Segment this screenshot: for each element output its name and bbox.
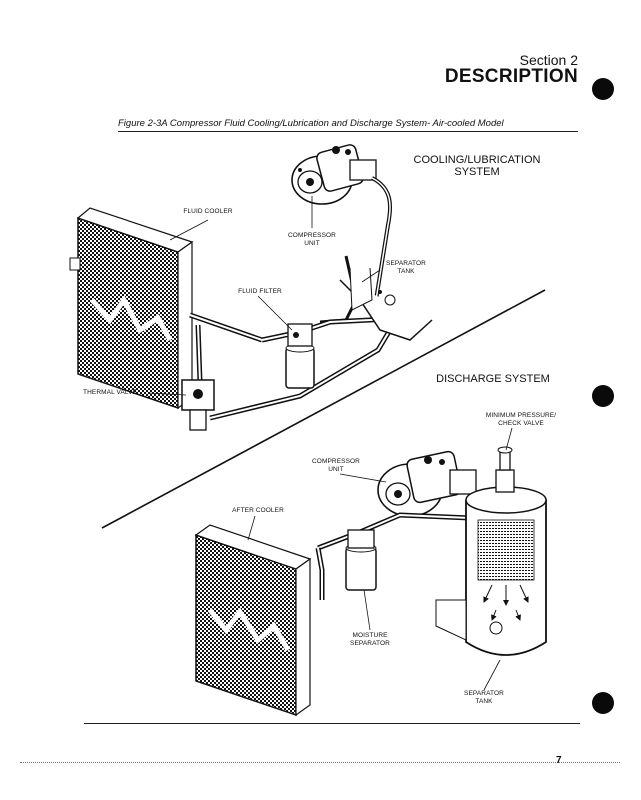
label-cooling-compressor-unit: COMPRESSOR UNIT	[276, 232, 348, 247]
cooling-system-title-line1: COOLING/LUBRICATION	[413, 154, 541, 166]
label-moisture-separator: MOISTURE SEPARATOR	[338, 632, 402, 647]
scan-artifact-line	[20, 762, 620, 764]
section-title: DESCRIPTION	[444, 66, 578, 87]
cooling-system-title: COOLING/LUBRICATION SYSTEM	[392, 154, 562, 178]
label-discharge-compressor-unit: COMPRESSOR UNIT	[298, 458, 374, 473]
discharge-separator-tank-drawing	[435, 446, 547, 656]
binder-hole-top	[592, 78, 614, 100]
label-moisture-separator-line2: SEPARATOR	[350, 639, 390, 647]
system-divider-line	[101, 289, 546, 529]
label-discharge-separator-tank: SEPARATOR TANK	[452, 690, 516, 705]
label-fluid-filter: FLUID FILTER	[238, 288, 282, 295]
fluid-cooler-drawing	[69, 207, 194, 410]
binder-hole-bottom	[592, 692, 614, 714]
label-discharge-separator-line1: SEPARATOR	[464, 690, 504, 697]
label-moisture-separator-line1: MOISTURE	[352, 632, 388, 639]
thermal-valve-drawing	[181, 379, 215, 431]
label-thermal-valve: THERMAL VALVE	[83, 389, 137, 396]
label-discharge-separator-line2: TANK	[475, 697, 493, 705]
cooling-leader-lines	[147, 196, 381, 396]
label-cooling-separator-tank: SEPARATOR TANK	[374, 260, 438, 275]
label-cooling-separator-line1: SEPARATOR	[386, 260, 426, 267]
discharge-system-title: DISCHARGE SYSTEM	[436, 373, 550, 385]
label-cooling-compressor-line1: COMPRESSOR	[288, 232, 336, 239]
label-discharge-compressor-line1: COMPRESSOR	[312, 458, 360, 465]
label-cooling-compressor-line2: UNIT	[304, 239, 320, 247]
label-min-pressure-line2: CHECK VALVE	[498, 419, 544, 427]
discharge-compressor-drawing	[377, 450, 477, 517]
cooling-separator-tank-drawing	[339, 267, 433, 341]
label-after-cooler: AFTER COOLER	[232, 507, 284, 514]
discharge-leader-lines	[247, 427, 513, 691]
footer-rule	[84, 723, 580, 724]
cooling-system-title-line2: SYSTEM	[454, 166, 500, 178]
label-discharge-compressor-line2: UNIT	[328, 465, 344, 473]
label-cooling-separator-line2: TANK	[397, 267, 415, 275]
figure-caption: Figure 2-3A Compressor Fluid Cooling/Lub…	[118, 118, 504, 129]
fluid-filter-drawing	[285, 323, 315, 389]
label-fluid-cooler: FLUID COOLER	[183, 208, 233, 215]
binder-hole-middle	[592, 385, 614, 407]
page-number: 7	[556, 755, 562, 766]
after-cooler-drawing	[194, 524, 312, 717]
label-minimum-pressure-check-valve: MINIMUM PRESSURE/ CHECK VALVE	[476, 412, 566, 427]
section-label: Section 2	[519, 52, 578, 68]
label-min-pressure-line1: MINIMUM PRESSURE/	[485, 412, 557, 419]
caption-rule	[118, 131, 578, 132]
cooling-compressor-drawing	[291, 144, 377, 205]
moisture-separator-drawing	[345, 529, 377, 591]
